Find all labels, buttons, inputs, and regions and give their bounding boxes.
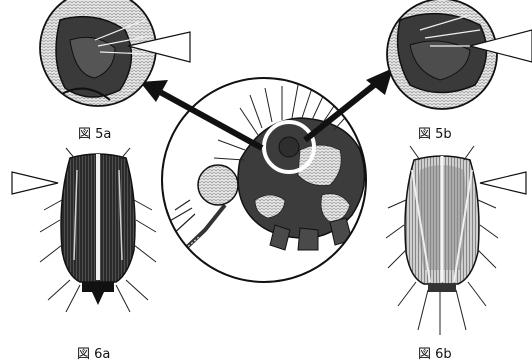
fig5b-zoom-circle xyxy=(385,0,532,112)
fig5a-zoom-circle xyxy=(38,0,190,108)
fig6b-specimen xyxy=(386,146,526,335)
fig6a-specimen xyxy=(12,148,156,312)
fig5b-label: 図 5b xyxy=(418,123,452,142)
fig5a-label: 図 5a xyxy=(78,123,111,142)
pointer-triangle-6a xyxy=(12,172,58,194)
fig6a-label: 図 6a xyxy=(77,343,110,362)
pointer-triangle-6b xyxy=(480,172,526,194)
fig6b-label: 図 6b xyxy=(418,343,452,362)
